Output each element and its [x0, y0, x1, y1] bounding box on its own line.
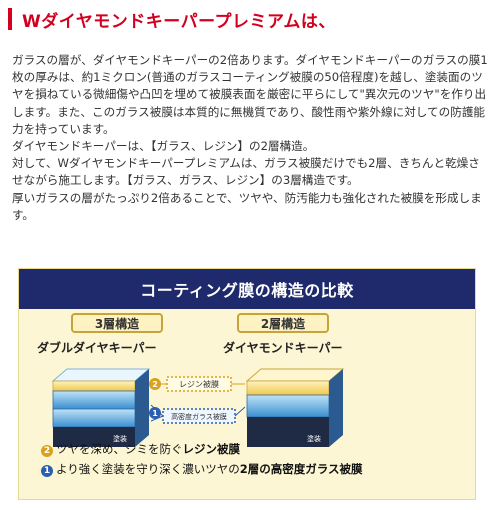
- resin-callout: レジン被膜: [151, 376, 245, 392]
- layer-illustration: 塗装 塗装 レジン被膜 高密度ガラス被膜 2 1: [51, 368, 345, 447]
- resin-callout-text: レジン被膜: [179, 379, 219, 389]
- paragraph: ガラスの層が、ダイヤモンドキーパーの2倍あります。ダイヤモンドキーパーのガラスの…: [12, 53, 488, 136]
- legend-number: 1: [41, 465, 53, 477]
- left-product-name: ダブルダイヤキーパー: [37, 341, 157, 355]
- paragraph: 対して、Wダイヤモンドキーパープレミアムは、ガラス被膜だけでも2層、きちんと乾燥…: [12, 156, 480, 188]
- coating-structure-diagram: コーティング膜の構造の比較 3層構造 2層構造 ダブルダイヤキーパー ダイヤモン…: [18, 268, 476, 500]
- legend-text: より強く塗装を守り深く濃いツヤの: [56, 462, 240, 476]
- glass-callout: 高密度ガラス被膜: [150, 404, 246, 424]
- svg-text:2: 2: [152, 380, 158, 389]
- diagram-title: コーティング膜の構造の比較: [140, 281, 354, 300]
- glass-callout-text: 高密度ガラス被膜: [171, 412, 227, 421]
- paragraph: 厚いガラスの層がたっぷり2倍あることで、ツヤや、防汚能力も強化された被膜を形成し…: [12, 190, 482, 222]
- svg-text:1: 1: [152, 409, 158, 418]
- page-title: Wダイヤモンドキーパープレミアムは、: [22, 11, 336, 32]
- right-layer-count: 2層構造: [237, 313, 329, 333]
- description: ガラスの層が、ダイヤモンドキーパーの2倍あります。ダイヤモンドキーパーのガラスの…: [12, 52, 490, 224]
- left-layer-count-text: 3層構造: [94, 316, 140, 331]
- diagram-header: コーティング膜の構造の比較: [19, 269, 475, 309]
- legend-emphasis: レジン被膜: [182, 442, 241, 456]
- left-layer-block: 塗装: [51, 368, 151, 447]
- legend-number: 2: [41, 445, 53, 457]
- paragraph: ダイヤモンドキーパーは、【ガラス、レジン】の2層構造。: [12, 139, 315, 154]
- right-paint-label: 塗装: [307, 434, 321, 443]
- title-accent-bar: [8, 8, 12, 30]
- legend-text: ツヤを深め、シミを防ぐ: [56, 442, 183, 456]
- marker-1: [149, 407, 161, 419]
- right-layer-count-text: 2層構造: [260, 316, 306, 331]
- right-layer-block: 塗装: [245, 368, 345, 447]
- left-layer-count: 3層構造: [71, 313, 163, 333]
- section-title: Wダイヤモンドキーパープレミアムは、: [8, 6, 488, 32]
- right-product-name: ダイヤモンドキーパー: [223, 341, 343, 355]
- left-paint-label: 塗装: [113, 434, 127, 443]
- legend-emphasis: 2層の高密度ガラス被膜: [239, 462, 363, 476]
- marker-2: [149, 378, 161, 390]
